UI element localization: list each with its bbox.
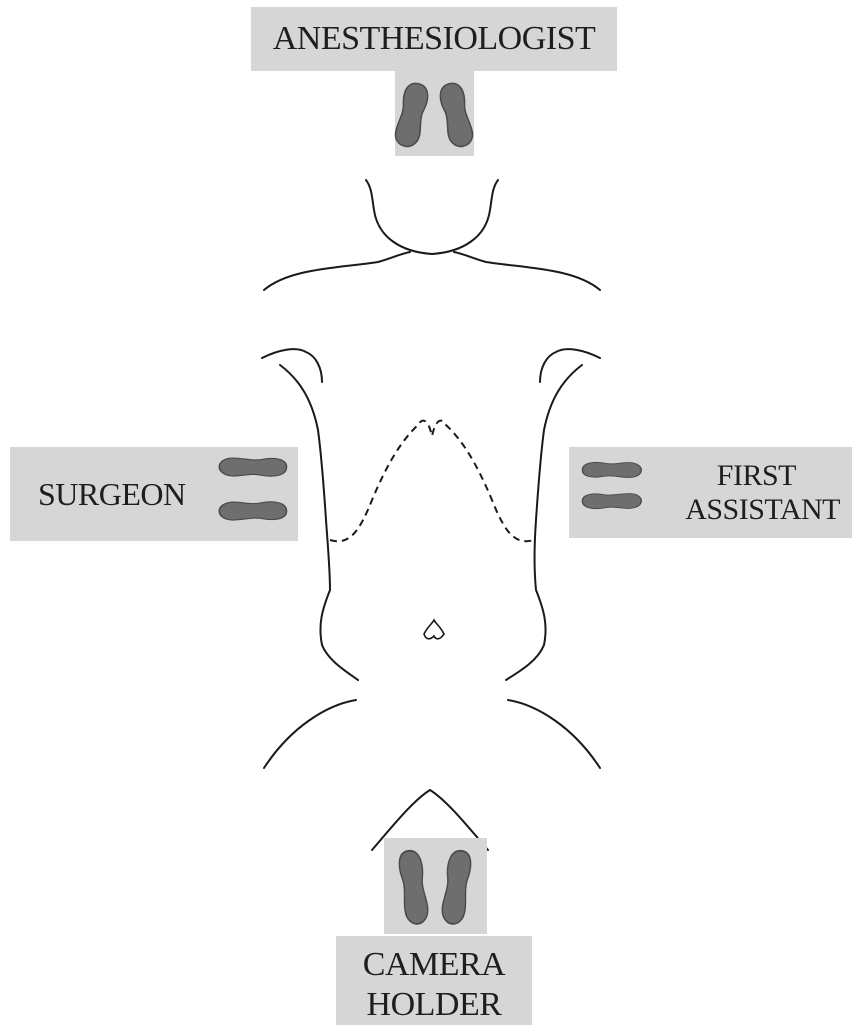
footprints-icon (582, 462, 641, 508)
anesthesiologist-footprints (393, 71, 475, 156)
patient-body-outline (262, 180, 600, 850)
navel (424, 620, 444, 639)
camera-holder-footprints (384, 838, 487, 934)
camera-holder-icon-box (384, 838, 487, 934)
footprints-icon (219, 458, 286, 520)
rib-margin-dashed (330, 421, 534, 542)
